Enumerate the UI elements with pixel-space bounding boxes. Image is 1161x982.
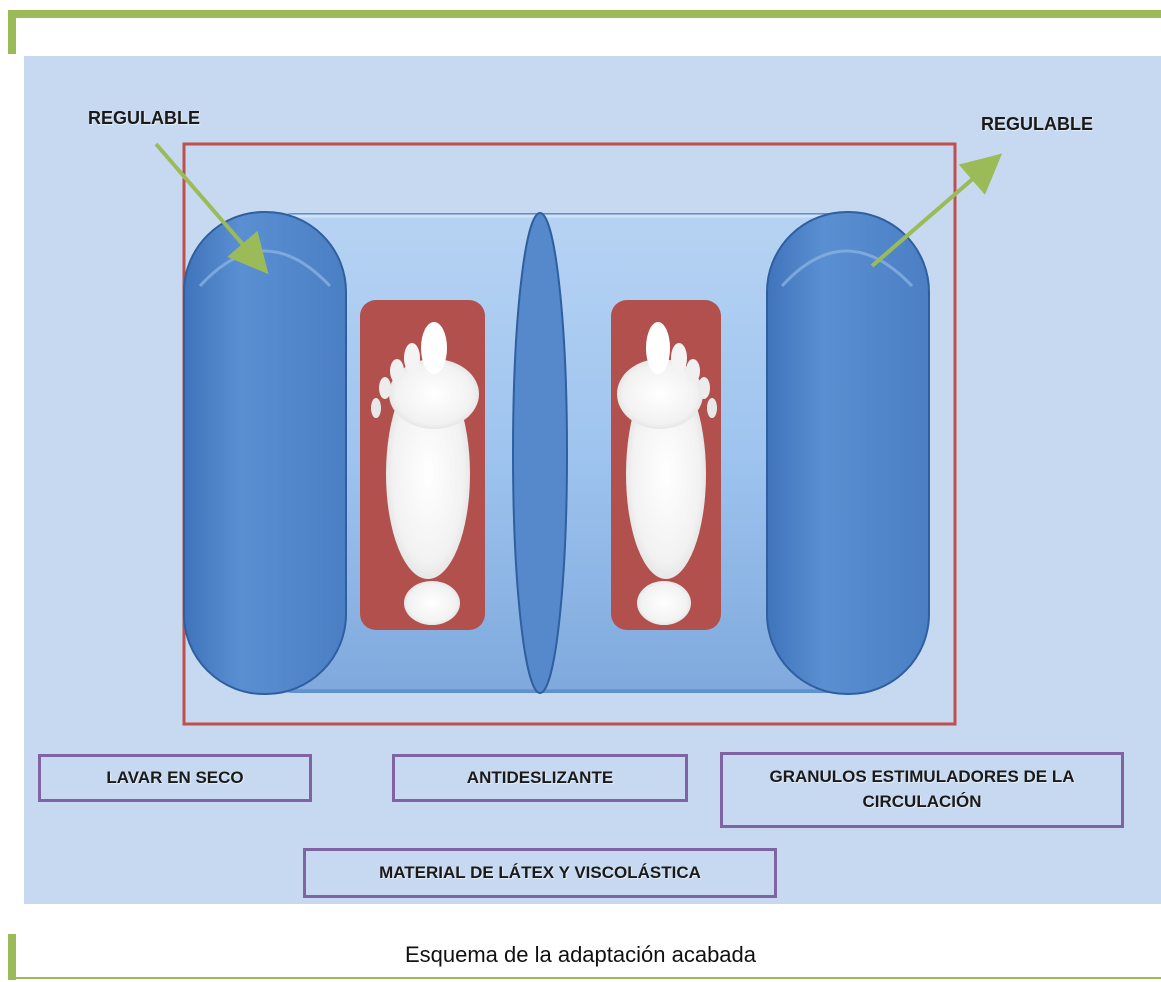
label-non-slip: ANTIDESLIZANTE xyxy=(392,754,688,802)
center-divider xyxy=(512,212,568,694)
label-dry-clean: LAVAR EN SECO xyxy=(38,754,312,802)
right-foot-sole xyxy=(617,322,717,625)
left-end-cap xyxy=(183,211,347,695)
right-end-cap xyxy=(766,211,930,695)
footrest-diagram xyxy=(154,142,1003,726)
label-material: MATERIAL DE LÁTEX Y VISCOLÁSTICA xyxy=(303,848,777,898)
top-green-rule-side xyxy=(8,10,16,54)
right-callout-arrow xyxy=(870,153,1003,268)
left-callout-arrow xyxy=(154,142,269,275)
bottom-green-rule-side xyxy=(8,934,16,980)
label-granules: GRANULOS ESTIMULADORES DE LA CIRCULACIÓN xyxy=(720,752,1124,828)
left-callout-label: REGULABLE xyxy=(88,108,200,128)
left-foot-sole xyxy=(371,322,479,625)
figure-caption: Esquema de la adaptación acabada xyxy=(404,942,757,967)
top-green-rule xyxy=(8,10,1161,18)
right-callout-label: REGULABLE xyxy=(981,114,1093,134)
bottom-green-rule xyxy=(8,977,1161,979)
diagram-panel: REGULABLE REGULABLE LAVAR EN SECO ANTIDE… xyxy=(24,56,1161,904)
